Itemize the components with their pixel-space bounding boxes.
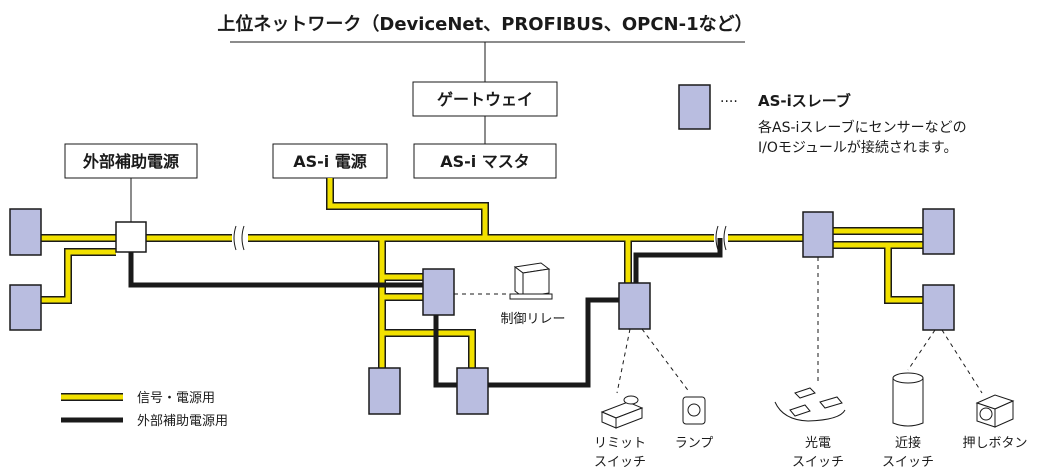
signal-power-lines xyxy=(41,178,923,370)
push-button-icon xyxy=(975,394,1015,428)
asi-master-label: AS-i マスタ xyxy=(440,152,530,171)
legend-slave-dots: ···· xyxy=(720,94,738,110)
legend-slave-title: AS-iスレーブ xyxy=(758,92,851,110)
proximity-switch-label-1: 近接 xyxy=(895,435,921,451)
asi-slave-icon xyxy=(422,268,455,316)
asi-slave-icon xyxy=(456,367,489,415)
gateway-label: ゲートウェイ xyxy=(437,90,533,109)
gateway-box xyxy=(412,81,558,117)
photo-switch-label-1: 光電 xyxy=(805,436,831,451)
asi-slaves xyxy=(9,208,955,415)
aux-power-lines xyxy=(128,238,723,388)
asi-slave-icon xyxy=(9,208,42,256)
asi-slave-icon xyxy=(618,282,651,330)
asi-power-label: AS-i 電源 xyxy=(293,152,367,171)
asi-slave-icon xyxy=(9,284,42,331)
legend-aux-label: 外部補助電源用 xyxy=(137,414,228,429)
relay-label: 制御リレー xyxy=(500,312,565,327)
line-break-marks xyxy=(233,225,727,251)
limit-switch-label-1: リミット xyxy=(594,436,646,451)
push-button-label: 押しボタン xyxy=(962,436,1027,451)
proximity-switch-label-2: スイッチ xyxy=(882,455,934,470)
asi-slave-icon xyxy=(922,208,955,255)
legend-slave-desc-1: 各AS-iスレーブにセンサーなどの xyxy=(758,119,967,136)
relay-icon xyxy=(509,262,553,300)
device-connectors xyxy=(616,257,983,394)
photo-switch-icon xyxy=(774,387,846,422)
asi-master-box xyxy=(413,143,557,179)
legend-slave-icon xyxy=(678,84,711,130)
asi-slave-icon xyxy=(802,211,834,258)
asi-slave-icon xyxy=(368,367,401,415)
limit-switch-label-2: スイッチ xyxy=(594,455,646,470)
aux-power-label: 外部補助電源 xyxy=(82,152,179,171)
asi-slave-icon xyxy=(922,284,955,331)
upper-network-label: 上位ネットワーク（DeviceNet、PROFIBUS、OPCN-1など） xyxy=(217,13,752,35)
legend-signal-label: 信号・電源用 xyxy=(137,391,215,406)
aux-power-junction xyxy=(115,221,147,253)
asi-power-box xyxy=(272,143,388,179)
proximity-switch-icon xyxy=(892,372,924,427)
lamp-icon xyxy=(682,396,706,425)
limit-switch-icon xyxy=(600,395,644,429)
lamp-label: ランプ xyxy=(675,436,714,451)
legend-slave-desc-2: I/Oモジュールが接続されます。 xyxy=(758,139,958,156)
photo-switch-label-2: スイッチ xyxy=(792,455,844,470)
